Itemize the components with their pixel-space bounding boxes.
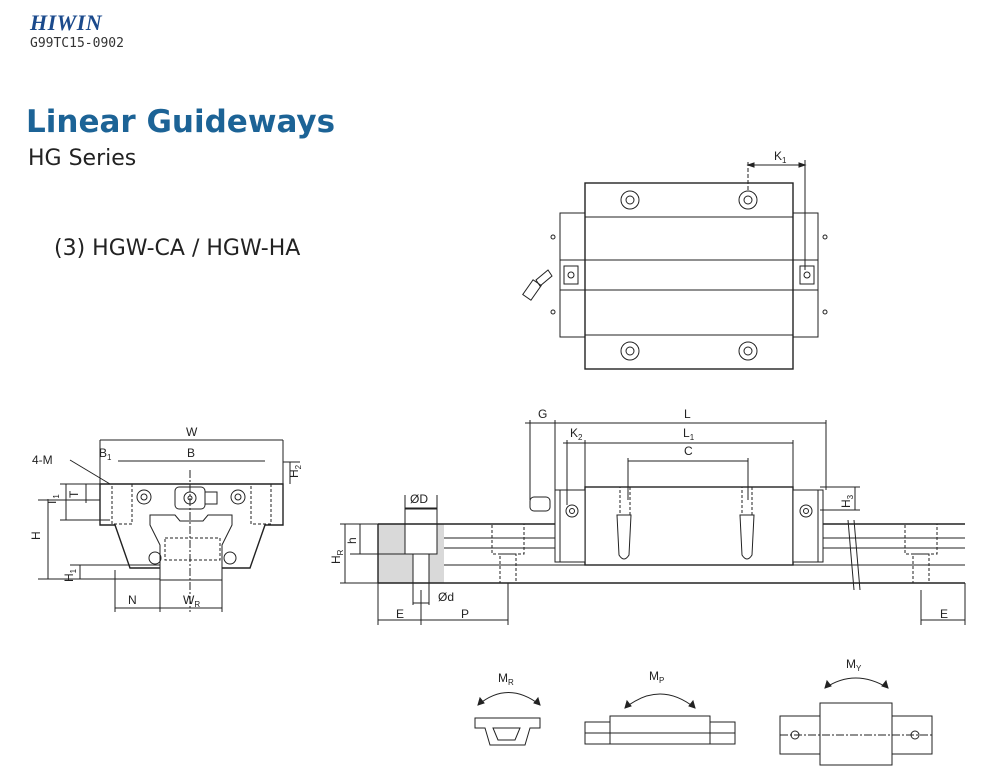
moment-my-diagram bbox=[779, 677, 933, 766]
label-mp: MP bbox=[649, 669, 664, 685]
series-subtitle: HG Series bbox=[28, 146, 137, 171]
dim-h2: H2 bbox=[287, 464, 303, 478]
dim-e-right: E bbox=[940, 607, 948, 621]
dim-g: G bbox=[538, 407, 547, 421]
dim-p: P bbox=[461, 607, 469, 621]
dim-hr: HR bbox=[329, 549, 345, 564]
dim-b1: B1 bbox=[99, 446, 112, 462]
dim-h1: H1 bbox=[62, 568, 78, 582]
dim-c: C bbox=[684, 444, 693, 458]
dim-b: B bbox=[187, 446, 195, 460]
front-view-drawing bbox=[38, 439, 300, 612]
dim-n: N bbox=[128, 593, 137, 607]
top-view-drawing bbox=[522, 160, 828, 370]
label-my: MY bbox=[846, 657, 862, 673]
dim-4m: 4-M bbox=[32, 453, 53, 467]
side-view-drawing bbox=[340, 420, 966, 625]
model-label: (3) HGW-CA / HGW-HA bbox=[54, 236, 301, 261]
hiwin-logo: HIWIN bbox=[30, 10, 103, 35]
dim-od-small: Ød bbox=[438, 590, 454, 604]
moment-mp-diagram bbox=[584, 693, 736, 745]
dim-l: L bbox=[684, 407, 691, 421]
dim-l1: L1 bbox=[683, 426, 695, 442]
dim-h3: H3 bbox=[839, 494, 855, 508]
dim-e-left: E bbox=[396, 607, 404, 621]
moment-mr-diagram bbox=[474, 692, 541, 746]
dim-w: W bbox=[186, 425, 198, 439]
dim-od-large: ØD bbox=[410, 492, 428, 506]
dimension-labels: K1 W B1 B 4-M H2 T1 T H H1 N WR G L K2 L… bbox=[29, 149, 948, 687]
dim-t: T bbox=[67, 490, 81, 498]
page-title: Linear Guideways bbox=[26, 104, 336, 140]
dim-t1: T1 bbox=[45, 494, 61, 506]
dim-k2: K2 bbox=[570, 426, 583, 442]
document-code: G99TC15-0902 bbox=[30, 36, 124, 51]
dim-h-small: h bbox=[345, 537, 359, 544]
dim-k1: K1 bbox=[774, 149, 787, 165]
dim-wr: WR bbox=[183, 593, 200, 609]
label-mr: MR bbox=[498, 671, 514, 687]
dim-h-front: H bbox=[29, 531, 43, 540]
